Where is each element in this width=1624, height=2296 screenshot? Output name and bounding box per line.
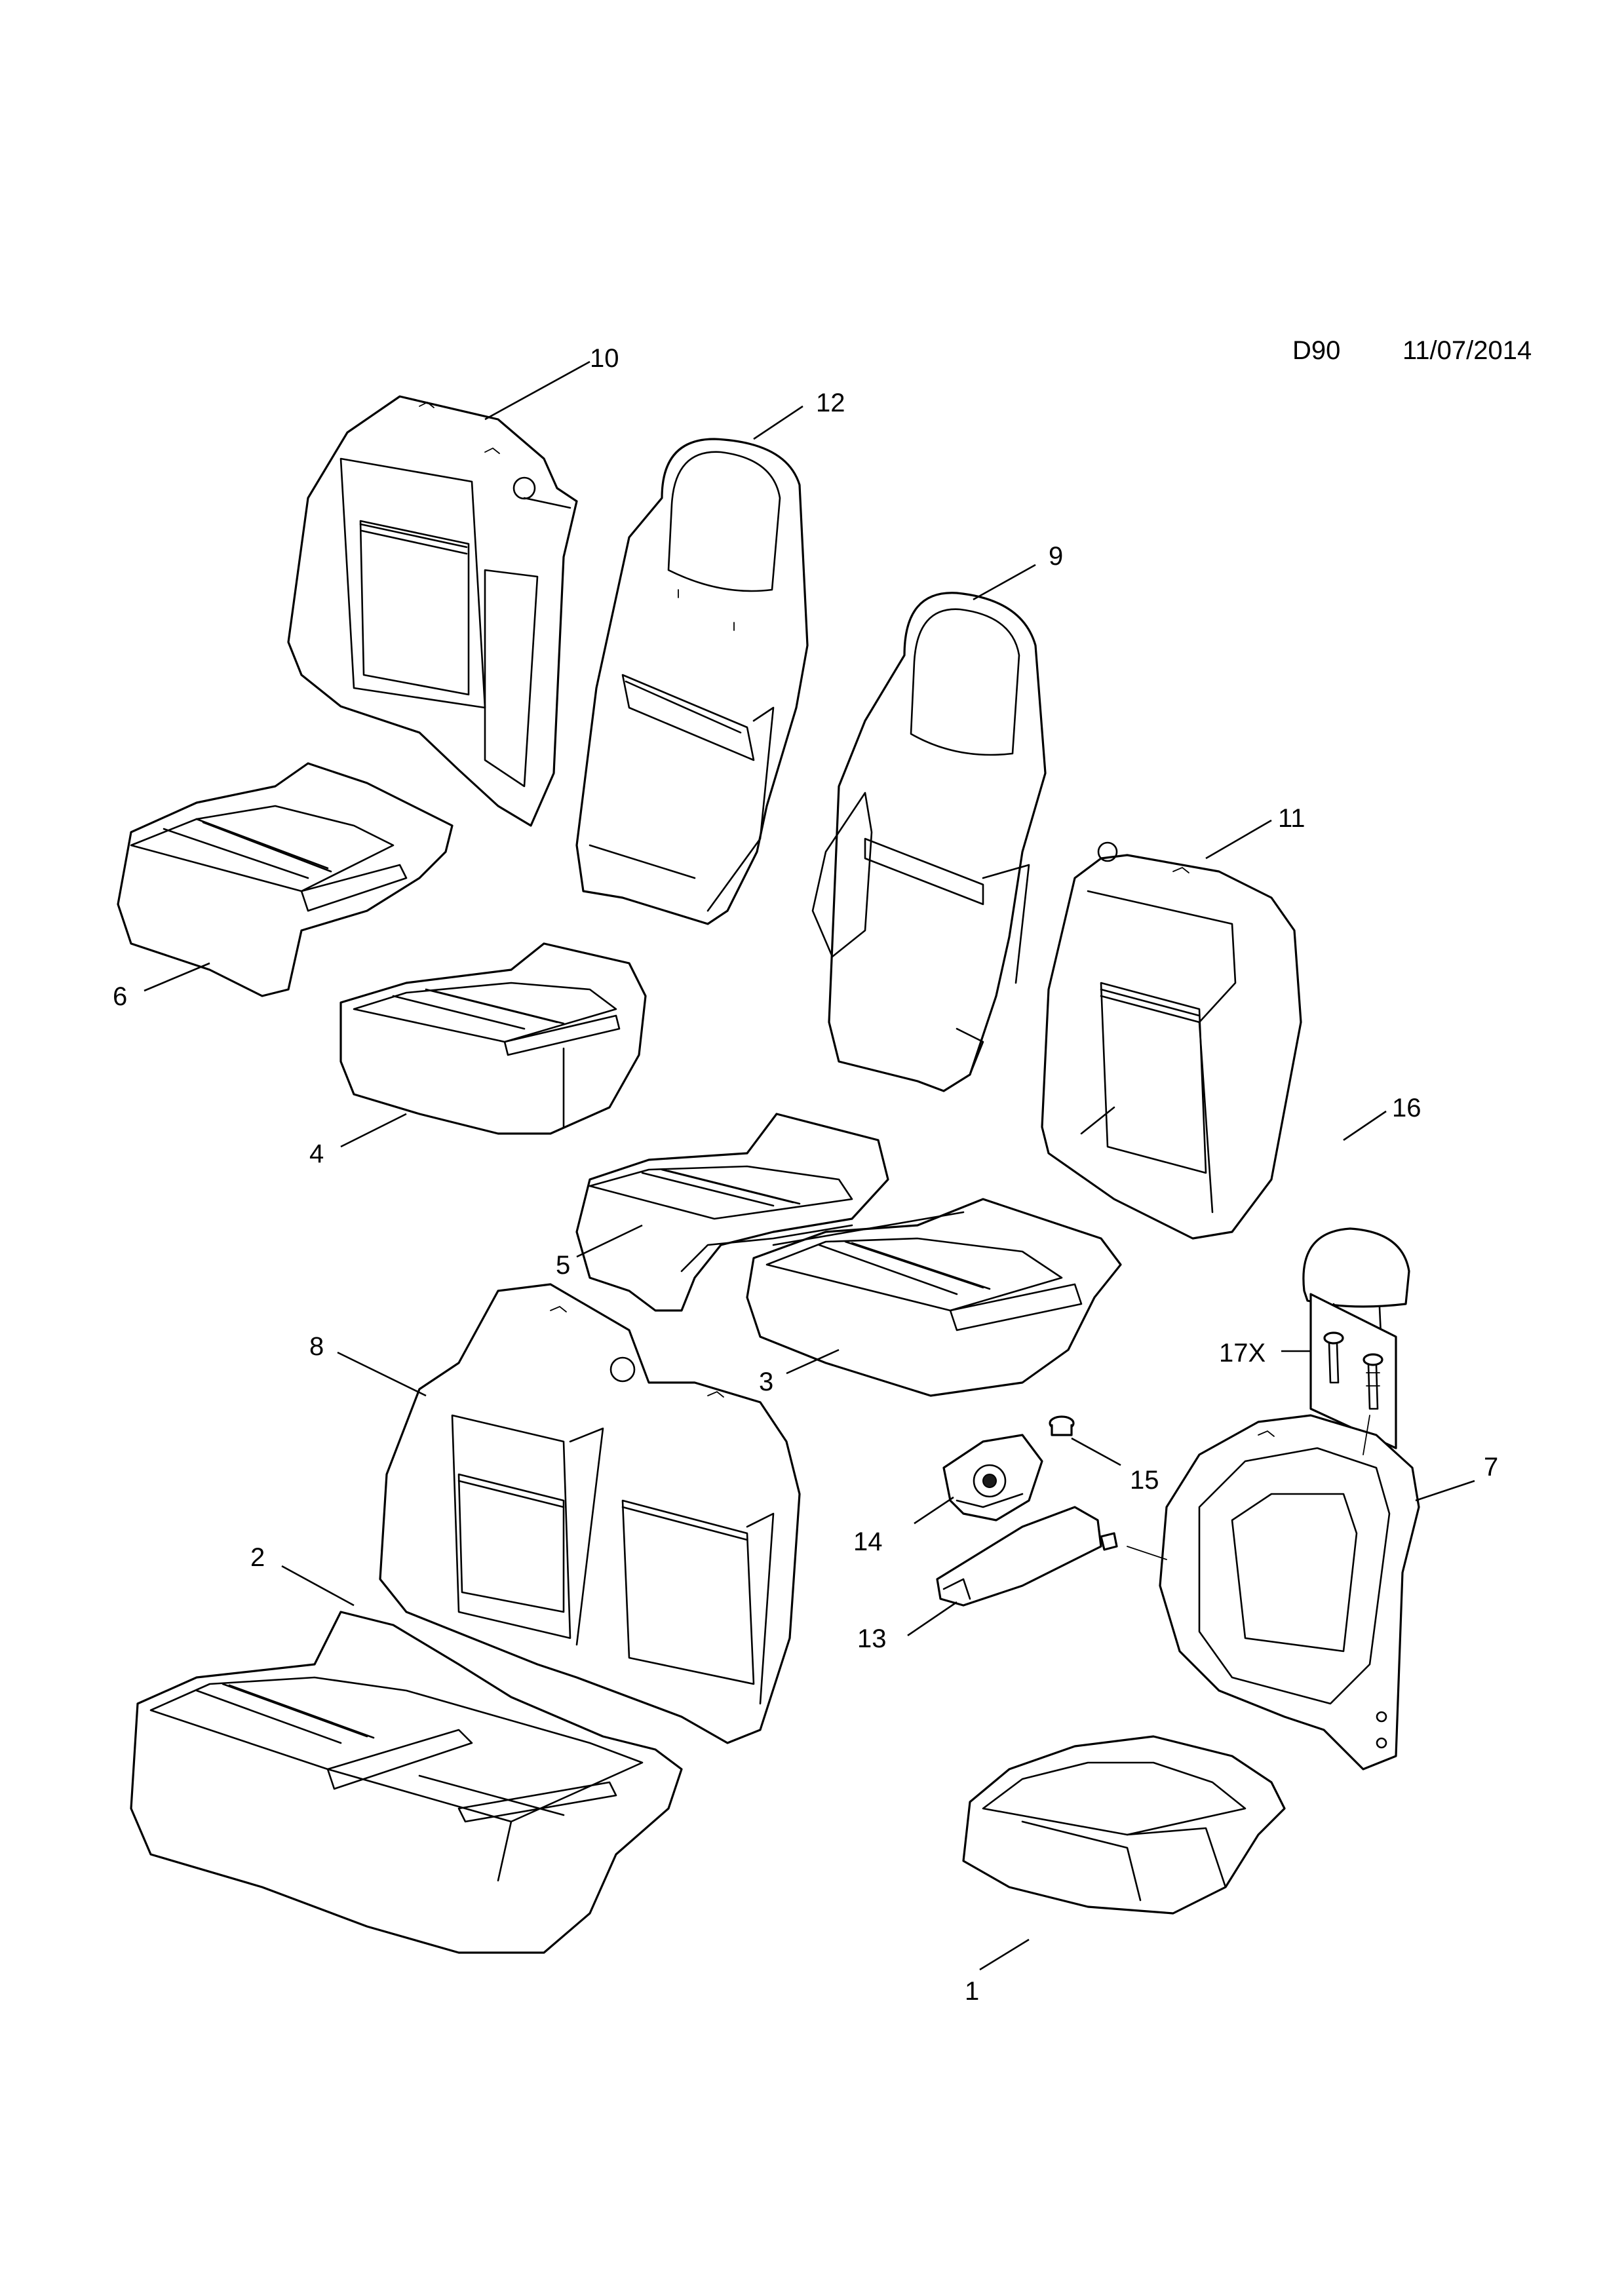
part-14-bracket [942, 1434, 1043, 1521]
part-9-rear-right-backrest-cover [811, 592, 1047, 1092]
part-4-rear-cushion-cover [339, 942, 647, 1135]
callout-7: 7 [1484, 1453, 1498, 1482]
callout-3: 3 [759, 1368, 773, 1396]
callout-15: 15 [1130, 1466, 1159, 1495]
part-10-rear-backrest-cover [287, 395, 578, 827]
part-3-cushion-cover [746, 1198, 1122, 1397]
callout-10: 10 [590, 344, 619, 373]
part-2-rear-bench-cushion-cover [130, 1611, 683, 1954]
diagram-code: D90 [1292, 336, 1340, 365]
leader-lines [144, 360, 1475, 1971]
callout-12: 12 [816, 389, 845, 417]
callout-2: 2 [250, 1543, 265, 1572]
callout-16: 16 [1392, 1094, 1421, 1122]
callout-9: 9 [1049, 542, 1063, 571]
part-11-backrest-cover [1041, 841, 1302, 1240]
part-8-rear-bench-backrest-cover [379, 1283, 801, 1744]
callout-labels: 1 2 3 4 5 6 7 8 9 10 11 12 13 14 15 16 1… [113, 344, 1498, 2006]
part-6-rear-left-cushion-cover [117, 762, 454, 997]
part-13-armrest [936, 1506, 1118, 1607]
part-12-rear-center-backrest-cover [575, 438, 809, 925]
callout-1: 1 [965, 1977, 979, 2006]
callout-8: 8 [309, 1332, 324, 1361]
part-5-cushion-cover [575, 1113, 889, 1312]
part-17x-headrest-guide-kit [1309, 1293, 1397, 1449]
callout-14: 14 [853, 1527, 883, 1556]
callout-11: 11 [1278, 804, 1305, 833]
callout-4: 4 [309, 1139, 324, 1168]
part-1-front-cushion [962, 1735, 1286, 1915]
callout-5: 5 [556, 1251, 570, 1280]
callout-6: 6 [113, 982, 127, 1011]
callout-17x: 17X [1219, 1339, 1266, 1368]
callout-13: 13 [857, 1624, 887, 1653]
part-7-front-backrest [1159, 1414, 1420, 1770]
part-15-screw [1049, 1415, 1075, 1436]
diagram-date: 11/07/2014 [1402, 336, 1532, 365]
